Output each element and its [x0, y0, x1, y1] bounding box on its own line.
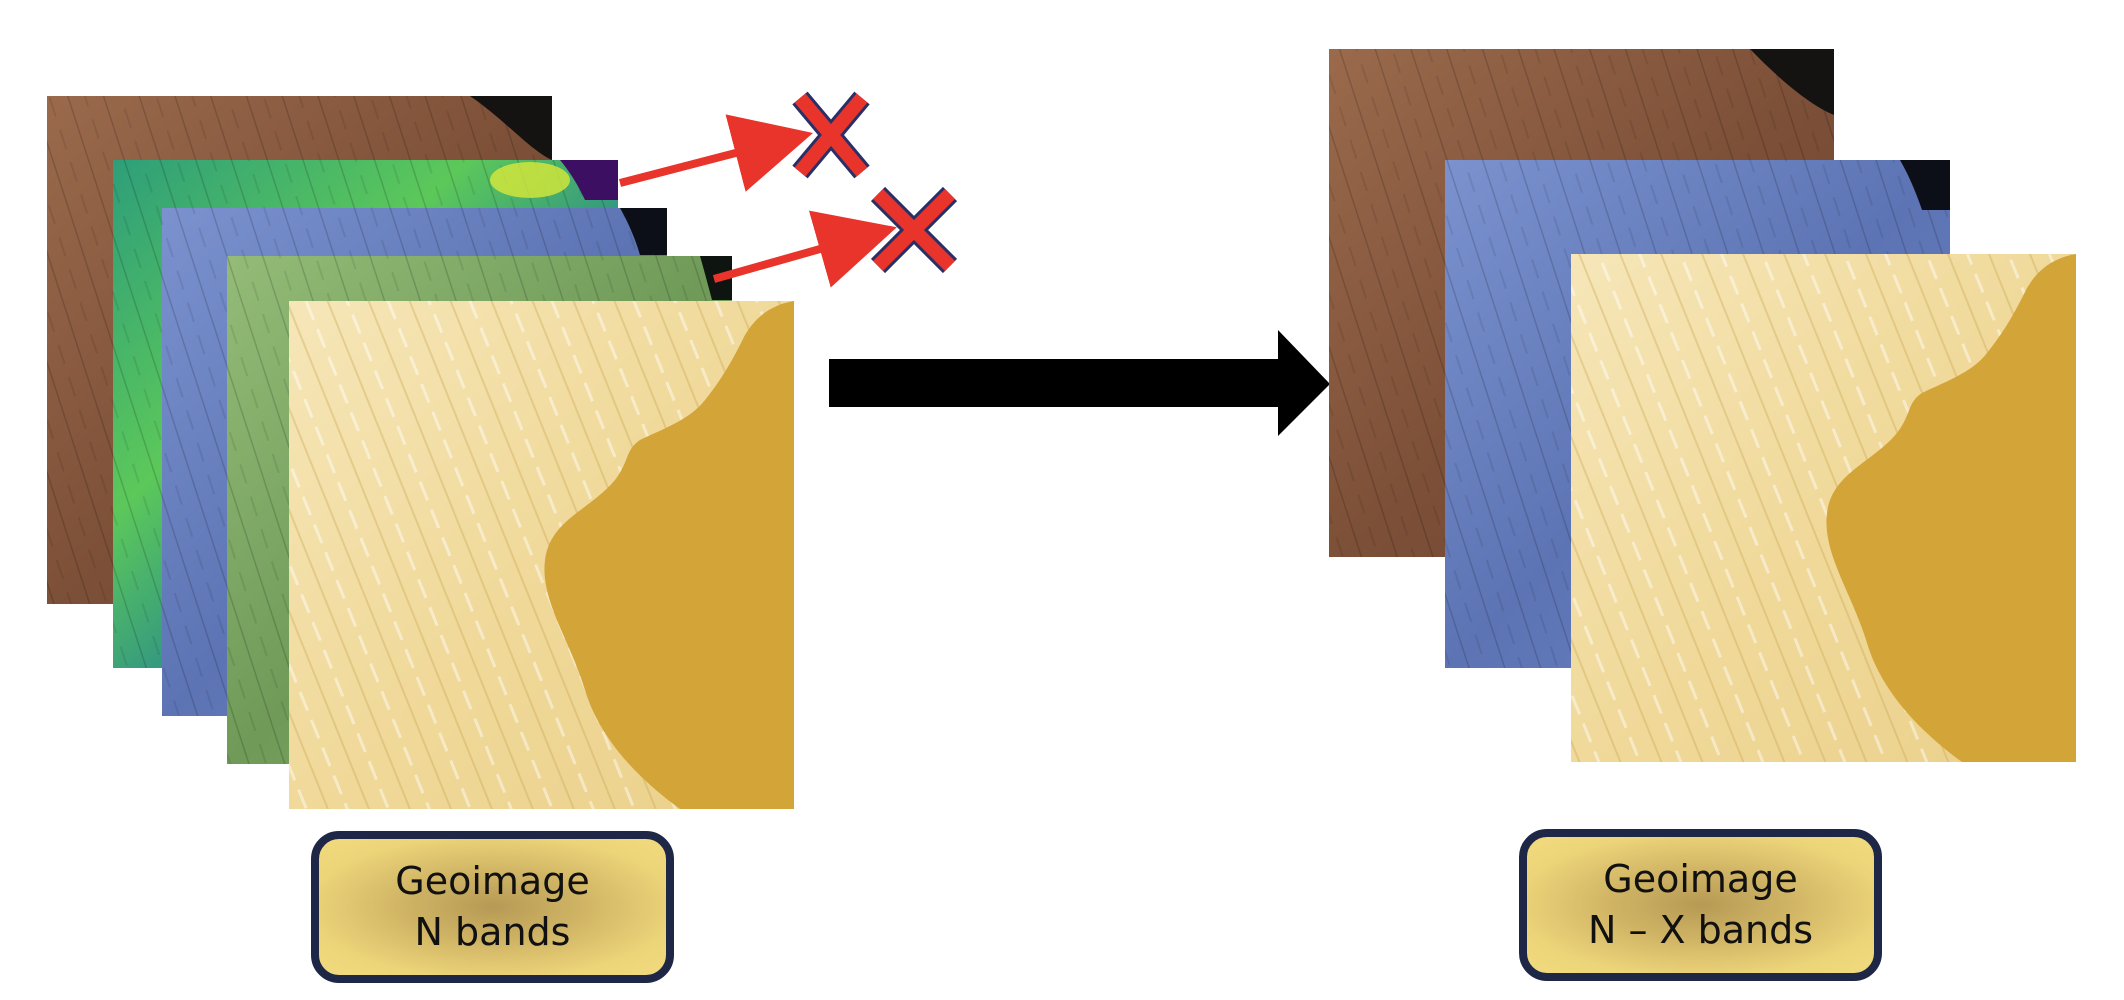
input-band-stack	[47, 96, 794, 809]
input-water-area	[544, 301, 794, 809]
output-band-stack	[1329, 49, 2076, 762]
input-caption-box: Geoimage N bands	[311, 831, 674, 983]
cross-icon	[792, 91, 870, 179]
remove-arrow-2	[712, 210, 897, 288]
remove-arrow-1	[618, 114, 813, 192]
right-arrow-icon	[829, 330, 1330, 436]
cross-icon	[870, 186, 958, 274]
remove-markers	[618, 91, 958, 288]
output-caption-line2: N – X bands	[1587, 908, 1814, 952]
output-caption-box: Geoimage N – X bands	[1519, 829, 1882, 981]
output-band-yellow	[1571, 254, 2076, 762]
output-water-area	[1826, 254, 2076, 762]
input-caption-line1: Geoimage	[395, 858, 590, 903]
input-band-yellow	[289, 301, 794, 809]
output-caption-line1: Geoimage	[1603, 856, 1798, 901]
input-caption-line2: N bands	[414, 910, 571, 954]
